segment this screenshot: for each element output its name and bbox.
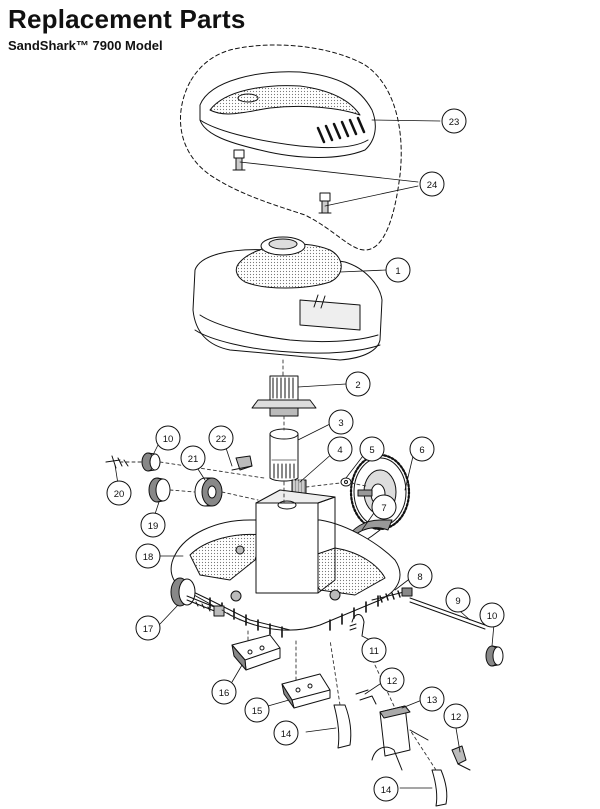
svg-text:23: 23 [449, 117, 460, 128]
drive-gear-part-21 [194, 477, 223, 507]
washer-part [340, 477, 352, 487]
callout-7: 7 [371, 494, 397, 520]
drive-gear-part-19 [148, 477, 171, 503]
callout-5: 5 [359, 436, 385, 462]
callout-24: 24 [419, 171, 445, 197]
fastener-part-left [232, 149, 246, 171]
callout-21: 21 [180, 445, 206, 471]
chassis-part [170, 489, 401, 638]
callout-13: 13 [419, 686, 445, 712]
svg-text:1: 1 [395, 266, 400, 277]
svg-text:19: 19 [148, 521, 159, 532]
callout-4: 4 [327, 436, 353, 462]
svg-text:6: 6 [419, 445, 424, 456]
callout-14-upper: 14 [273, 720, 299, 746]
clip-part-12-upper [355, 689, 377, 705]
callout-15: 15 [244, 697, 270, 723]
svg-text:16: 16 [219, 688, 230, 699]
callout-11: 11 [361, 637, 387, 663]
svg-text:5: 5 [369, 445, 374, 456]
callout-labels: 23 24 1 2 3 22 4 5 6 10 21 20 19 7 18 8 … [106, 108, 505, 802]
page-subtitle: SandShark™ 7900 Model [8, 38, 163, 53]
housing-part [192, 236, 383, 361]
callout-9: 9 [445, 587, 471, 613]
axle-shaft-part [371, 587, 413, 603]
callout-1: 1 [385, 257, 411, 283]
svg-text:20: 20 [114, 489, 125, 500]
clip-part-14-upper [333, 704, 352, 749]
plate-part-16 [231, 634, 281, 671]
gear-shaft-part [170, 577, 225, 617]
callout-8: 8 [407, 563, 433, 589]
callout-10-upper: 10 [155, 425, 181, 451]
callout-3: 3 [328, 409, 354, 435]
svg-text:22: 22 [216, 434, 227, 445]
cylinder-part [269, 428, 299, 482]
callout-12-lower: 12 [443, 703, 469, 729]
svg-text:10: 10 [163, 434, 174, 445]
svg-text:13: 13 [427, 695, 438, 706]
svg-text:9: 9 [455, 596, 460, 607]
callout-6: 6 [409, 436, 435, 462]
fastener-part-right [318, 192, 332, 214]
callout-2: 2 [345, 371, 371, 397]
plate-part-15 [281, 673, 331, 709]
spring-part [105, 455, 129, 469]
svg-text:3: 3 [338, 418, 343, 429]
end-cap-part [485, 645, 504, 667]
page-title: Replacement Parts [8, 4, 246, 34]
callout-22: 22 [208, 425, 234, 451]
svg-text:14: 14 [381, 785, 392, 796]
svg-text:18: 18 [143, 552, 154, 563]
top-cover-part [199, 71, 376, 158]
spring-clip-part [349, 614, 365, 637]
callout-18: 18 [135, 543, 161, 569]
svg-text:14: 14 [281, 729, 292, 740]
svg-text:12: 12 [387, 676, 398, 687]
svg-text:17: 17 [143, 624, 154, 635]
svg-text:10: 10 [487, 611, 498, 622]
callout-17: 17 [135, 615, 161, 641]
svg-text:11: 11 [369, 646, 379, 657]
callout-16: 16 [211, 679, 237, 705]
callout-20: 20 [106, 480, 132, 506]
bracket-part-13 [371, 705, 429, 771]
vent-slots [316, 116, 366, 144]
callout-10-lower: 10 [479, 602, 505, 628]
callout-23: 23 [441, 108, 467, 134]
svg-text:8: 8 [417, 572, 422, 583]
top-cover-enclosure [180, 44, 402, 251]
clip-part-14-lower [431, 769, 448, 807]
clip-part [231, 455, 253, 471]
svg-text:7: 7 [381, 503, 386, 514]
drive-gear-part-left [141, 452, 161, 472]
callout-19: 19 [140, 512, 166, 538]
rod-part [409, 597, 486, 630]
clip-part-12-lower [451, 745, 471, 771]
svg-text:2: 2 [355, 380, 360, 391]
svg-text:21: 21 [188, 454, 199, 465]
gear-collar-part [251, 375, 317, 417]
svg-text:4: 4 [337, 445, 342, 456]
svg-text:24: 24 [427, 180, 438, 191]
svg-text:15: 15 [252, 706, 263, 717]
callout-14-lower: 14 [373, 776, 399, 802]
svg-text:12: 12 [451, 712, 462, 723]
callout-12-upper: 12 [379, 667, 405, 693]
